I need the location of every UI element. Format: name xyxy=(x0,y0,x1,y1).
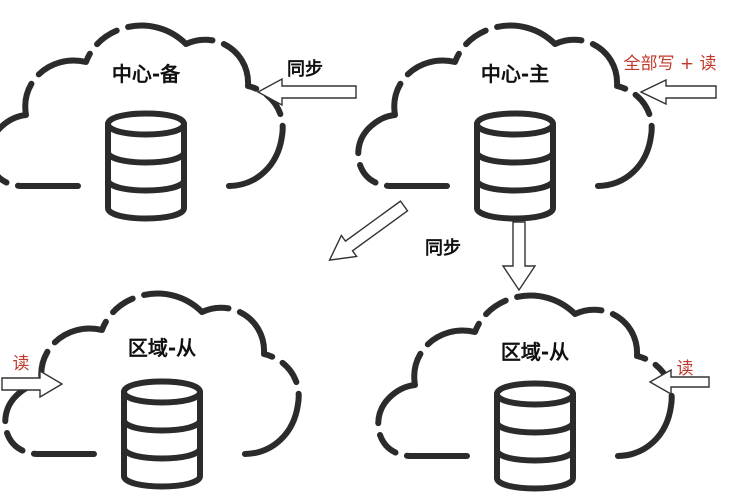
node-region-replica-left: 区域-从 xyxy=(5,294,298,487)
sync-label-middle: 同步 xyxy=(425,237,461,259)
node-center-primary-label: 中心-主 xyxy=(481,62,549,86)
sync-arrow-to-left-region xyxy=(328,200,409,261)
sync-label-top: 同步 xyxy=(287,58,323,80)
node-center-backup-label: 中心-备 xyxy=(112,62,181,86)
sync-arrow-to-right-region xyxy=(501,221,537,292)
node-region-replica-right-label: 区域-从 xyxy=(501,340,569,364)
right-access-label: 读 xyxy=(677,359,694,379)
sync-arrow-to-backup xyxy=(256,77,357,107)
node-center-backup: 中心-备 xyxy=(0,26,283,219)
write-read-arrow xyxy=(639,78,717,106)
node-region-replica-left-label: 区域-从 xyxy=(128,336,196,360)
node-region-replica-right: 区域-从 xyxy=(378,296,671,489)
read-arrow-right-region xyxy=(648,368,710,396)
primary-access-label: 全部写 + 读 xyxy=(623,54,716,74)
left-access-label: 读 xyxy=(13,354,30,374)
read-arrow-left-region xyxy=(1,369,64,399)
node-center-primary: 中心-主 xyxy=(358,26,651,219)
